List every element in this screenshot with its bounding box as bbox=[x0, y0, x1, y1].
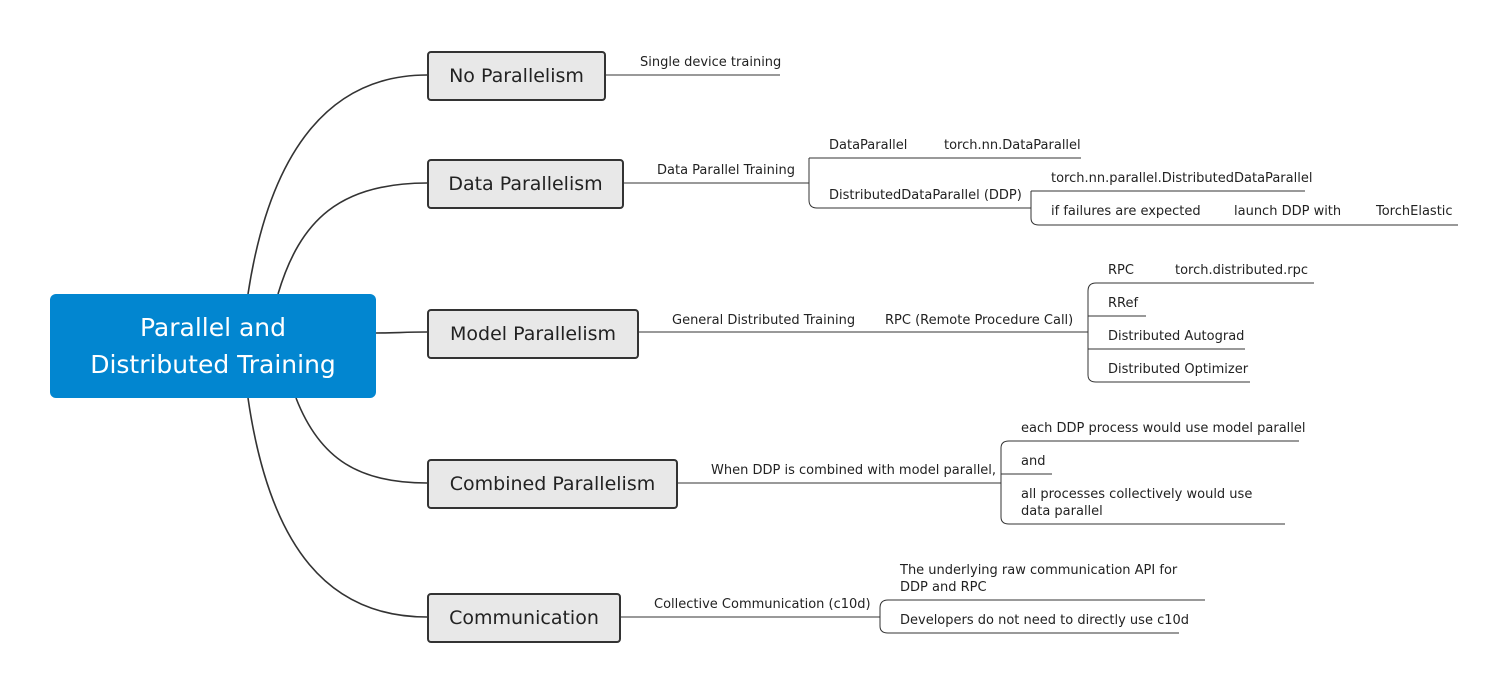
topic-communication[interactable]: Communication bbox=[427, 593, 621, 643]
subtopic-distributed-autograd[interactable]: Distributed Autograd bbox=[1108, 329, 1245, 344]
subtopic-rpc[interactable]: RPC bbox=[1108, 263, 1134, 278]
bracket-rpc bbox=[1087, 282, 1314, 383]
topic-title: No Parallelism bbox=[449, 65, 584, 87]
root-topic[interactable]: Parallel and Distributed Training bbox=[50, 294, 376, 398]
bracket-ddp bbox=[1030, 191, 1458, 226]
subtopic-torch-nn-parallel-ddp[interactable]: torch.nn.parallel.DistributedDataParalle… bbox=[1051, 171, 1313, 186]
root-title-line1: Parallel and bbox=[139, 313, 287, 342]
bracket-communication bbox=[879, 599, 1205, 634]
subtopic-general-distributed-training[interactable]: General Distributed Training bbox=[672, 313, 856, 328]
topic-no-parallelism[interactable]: No Parallelism bbox=[427, 51, 606, 101]
subtopic-and[interactable]: and bbox=[1021, 454, 1046, 469]
topic-data-parallelism[interactable]: Data Parallelism bbox=[427, 159, 624, 209]
subtopic-distributed-optimizer[interactable]: Distributed Optimizer bbox=[1108, 362, 1249, 377]
topic-combined-parallelism[interactable]: Combined Parallelism bbox=[427, 459, 678, 509]
subtopic-ddp[interactable]: DistributedDataParallel (DDP) bbox=[829, 188, 1022, 203]
subtopic-single-device-training[interactable]: Single device training bbox=[640, 55, 782, 70]
connector-communication bbox=[247, 397, 428, 618]
topic-title: Model Parallelism bbox=[450, 323, 616, 345]
subtopic-developers-c10d[interactable]: Developers do not need to directly use c… bbox=[900, 613, 1190, 628]
subtopic-when-ddp-combined[interactable]: When DDP is combined with model parallel… bbox=[711, 463, 997, 478]
subtopic-all-processes[interactable]: all processes collectively would use dat… bbox=[1021, 487, 1253, 519]
connector-model-parallelism bbox=[375, 331, 428, 334]
subtopic-torch-nn-dataparallel[interactable]: torch.nn.DataParallel bbox=[944, 138, 1081, 153]
subtopic-launch-ddp-with[interactable]: launch DDP with bbox=[1234, 204, 1342, 219]
bracket-combined bbox=[1000, 440, 1299, 525]
connector-no-parallelism bbox=[247, 74, 428, 295]
subtopic-each-ddp-process[interactable]: each DDP process would use model paralle… bbox=[1021, 421, 1306, 436]
subtopic-torch-distributed-rpc[interactable]: torch.distributed.rpc bbox=[1175, 263, 1309, 278]
topic-model-parallelism[interactable]: Model Parallelism bbox=[427, 309, 639, 359]
subtopic-rref[interactable]: RRef bbox=[1108, 296, 1139, 311]
subtopic-collective-communication[interactable]: Collective Communication (c10d) bbox=[654, 597, 871, 612]
subtopic-rpc-remote-procedure-call[interactable]: RPC (Remote Procedure Call) bbox=[885, 313, 1074, 328]
topic-title: Combined Parallelism bbox=[449, 473, 656, 495]
subtopic-if-failures-expected[interactable]: if failures are expected bbox=[1051, 204, 1201, 219]
connector-combined-parallelism bbox=[295, 397, 428, 484]
topic-title: Data Parallelism bbox=[448, 173, 603, 195]
subtopic-data-parallel-training[interactable]: Data Parallel Training bbox=[657, 163, 795, 178]
subtopic-torchelastic[interactable]: TorchElastic bbox=[1376, 204, 1453, 219]
subtopic-underlying-api[interactable]: The underlying raw communication API for… bbox=[900, 563, 1178, 595]
root-title-line2: Distributed Training bbox=[90, 350, 336, 379]
topic-title: Communication bbox=[449, 607, 599, 629]
subtopic-dataparallel[interactable]: DataParallel bbox=[829, 138, 908, 153]
connector-data-parallelism bbox=[277, 182, 428, 295]
bracket-dp bbox=[808, 157, 1031, 209]
